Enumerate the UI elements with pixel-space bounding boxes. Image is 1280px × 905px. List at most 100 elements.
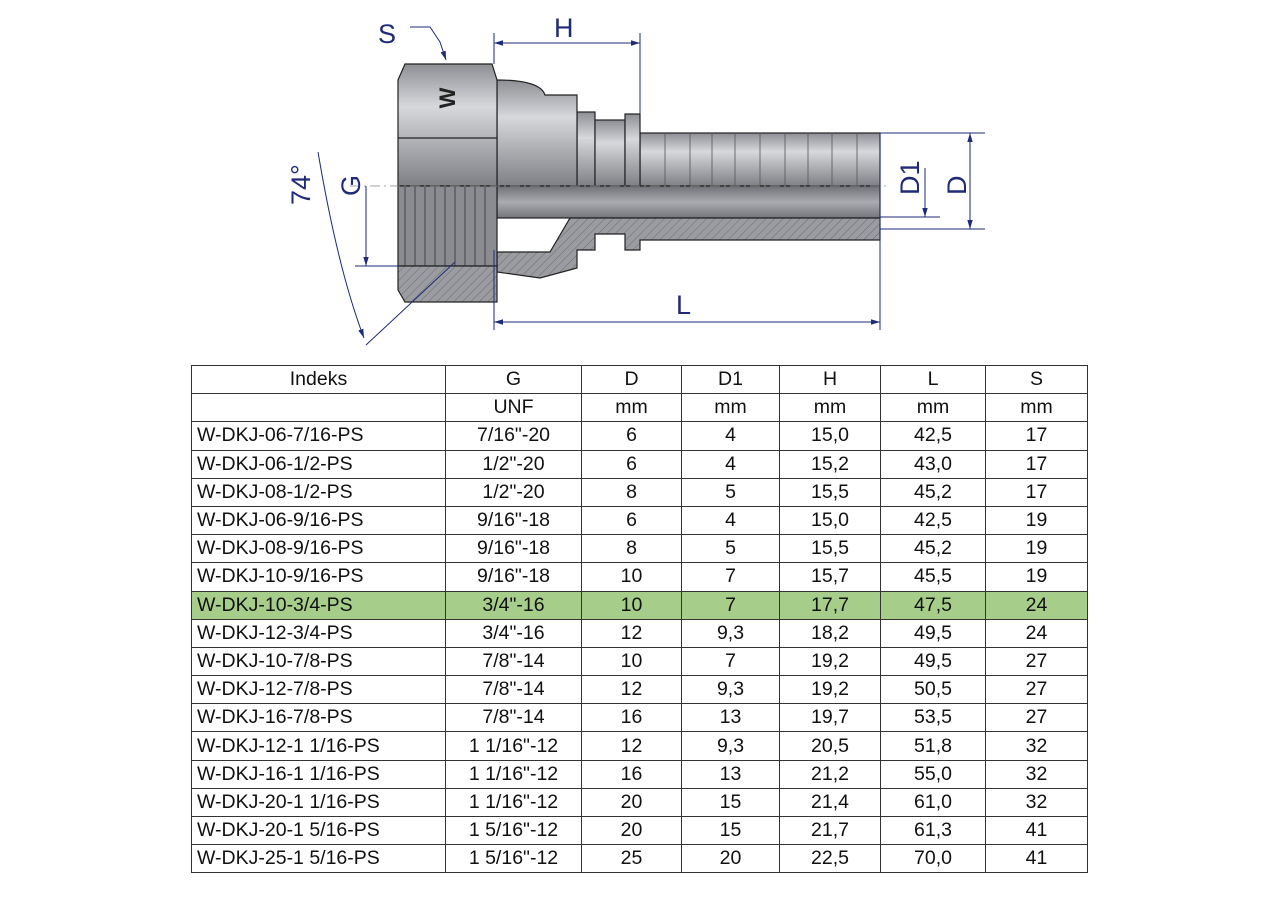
value-cell: 9,3 <box>681 618 780 648</box>
value-cell: 15 <box>681 815 780 846</box>
value-cell: 1 1/16"-12 <box>445 759 582 789</box>
value-cell: 19 <box>985 505 1088 536</box>
value-cell: 3/4"-16 <box>445 618 582 648</box>
value-cell: 21,4 <box>779 787 881 818</box>
fitting-technical-drawing: W S H L G 74° D1 D <box>286 13 985 346</box>
value-cell: 9/16"-18 <box>445 562 582 592</box>
column-unit: mm <box>779 393 881 423</box>
value-cell: 19,7 <box>779 703 881 733</box>
dimension-lines <box>317 26 985 346</box>
value-cell: 19 <box>985 534 1088 564</box>
value-cell: 27 <box>985 646 1088 677</box>
column-header: G <box>445 364 582 395</box>
index-cell: W-DKJ-12-1 1/16-PS <box>191 731 446 761</box>
value-cell: 24 <box>985 590 1088 620</box>
value-cell: 42,5 <box>880 505 986 536</box>
index-cell: W-DKJ-20-1 5/16-PS <box>191 815 446 846</box>
value-cell: 4 <box>681 505 780 536</box>
value-cell: 6 <box>581 505 682 536</box>
value-cell: 7/8"-14 <box>445 646 582 677</box>
fitting-body <box>397 63 881 303</box>
label-s: S <box>378 19 396 49</box>
value-cell: 25 <box>581 844 682 874</box>
label-d1: D1 <box>895 160 925 195</box>
value-cell: 32 <box>985 759 1088 789</box>
value-cell: 20 <box>581 787 682 818</box>
value-cell: 1/2"-20 <box>445 477 582 507</box>
value-cell: 15,2 <box>779 449 881 479</box>
value-cell: 12 <box>581 731 682 761</box>
index-cell: W-DKJ-16-7/8-PS <box>191 703 446 733</box>
value-cell: 1 5/16"-12 <box>445 844 582 874</box>
value-cell: 17 <box>985 449 1088 479</box>
value-cell: 17 <box>985 477 1088 507</box>
column-unit: UNF <box>445 393 582 423</box>
value-cell: 9/16"-18 <box>445 534 582 564</box>
value-cell: 45,5 <box>880 562 986 592</box>
column-unit: mm <box>681 393 780 423</box>
value-cell: 7 <box>681 646 780 677</box>
value-cell: 4 <box>681 449 780 479</box>
value-cell: 27 <box>985 703 1088 733</box>
value-cell: 3/4"-16 <box>445 590 582 620</box>
value-cell: 22,5 <box>779 844 881 874</box>
value-cell: 17 <box>985 421 1088 451</box>
column-header: D1 <box>681 364 780 395</box>
label-h: H <box>554 13 574 43</box>
value-cell: 12 <box>581 618 682 648</box>
value-cell: 32 <box>985 787 1088 818</box>
value-cell: 27 <box>985 675 1088 705</box>
column-header: S <box>985 364 1088 395</box>
value-cell: 45,2 <box>880 477 986 507</box>
value-cell: 47,5 <box>880 590 986 620</box>
value-cell: 49,5 <box>880 646 986 677</box>
value-cell: 5 <box>681 477 780 507</box>
index-cell: W-DKJ-06-7/16-PS <box>191 421 446 451</box>
value-cell: 15,7 <box>779 562 881 592</box>
value-cell: 13 <box>681 703 780 733</box>
value-cell: 32 <box>985 731 1088 761</box>
value-cell: 7 <box>681 590 780 620</box>
value-cell: 19 <box>985 562 1088 592</box>
value-cell: 41 <box>985 815 1088 846</box>
value-cell: 18,2 <box>779 618 881 648</box>
label-angle: 74° <box>286 164 316 205</box>
value-cell: 15 <box>681 787 780 818</box>
value-cell: 16 <box>581 759 682 789</box>
value-cell: 42,5 <box>880 421 986 451</box>
value-cell: 9,3 <box>681 731 780 761</box>
index-cell: W-DKJ-16-1 1/16-PS <box>191 759 446 789</box>
index-cell: W-DKJ-25-1 5/16-PS <box>191 844 446 874</box>
label-l: L <box>676 290 691 320</box>
index-cell: W-DKJ-20-1 1/16-PS <box>191 787 446 818</box>
value-cell: 20 <box>581 815 682 846</box>
column-unit <box>191 393 446 423</box>
index-cell: W-DKJ-06-9/16-PS <box>191 505 446 536</box>
value-cell: 1/2"-20 <box>445 449 582 479</box>
index-cell: W-DKJ-12-3/4-PS <box>191 618 446 648</box>
index-cell: W-DKJ-06-1/2-PS <box>191 449 446 479</box>
index-cell: W-DKJ-10-3/4-PS <box>191 590 446 620</box>
label-d: D <box>942 176 972 196</box>
value-cell: 17,7 <box>779 590 881 620</box>
column-unit: mm <box>581 393 682 423</box>
column-header: D <box>581 364 682 395</box>
value-cell: 15,0 <box>779 505 881 536</box>
value-cell: 7/8"-14 <box>445 675 582 705</box>
value-cell: 1 5/16"-12 <box>445 815 582 846</box>
value-cell: 7/8"-14 <box>445 703 582 733</box>
value-cell: 10 <box>581 562 682 592</box>
